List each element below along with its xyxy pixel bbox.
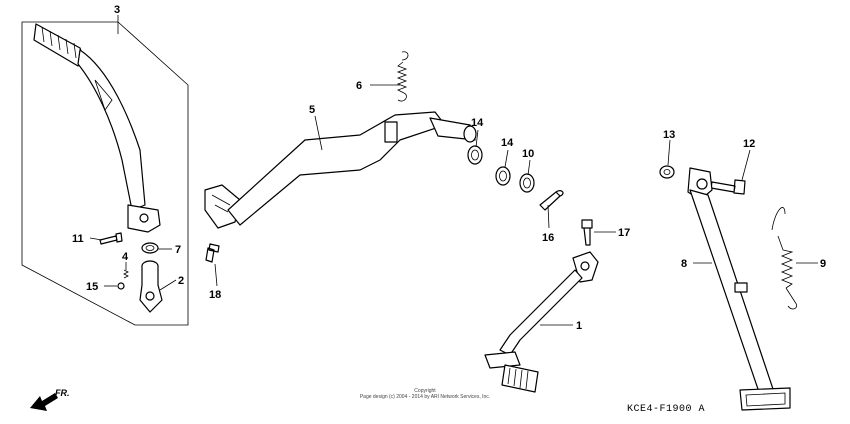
kick-nut [141,242,159,254]
callout-1: 1 [576,320,582,332]
callout-9: 9 [820,258,826,270]
side-stand [687,167,791,411]
brake-pedal [204,111,477,229]
dust-seal-1 [467,145,483,165]
side-stand-bolt [710,179,746,195]
kick-bolt [99,232,123,245]
callout-8: 8 [681,258,687,270]
callout-15: 16 [542,232,554,244]
gear-change-pedal [484,251,599,393]
callout-17: 15 [86,281,98,293]
kick-starter-group-frame [21,21,189,326]
callout-18: 18 [209,289,221,301]
callout-6: 6 [356,80,362,92]
callout-5: 5 [309,104,315,116]
callout-14-b: 14 [501,137,514,149]
front-label: FR. [55,388,70,398]
dust-seal-2 [495,166,511,186]
callout-12: 12 [743,138,755,150]
cotter-pin [539,190,564,211]
callout-16: 17 [618,227,630,239]
copyright-line-1: Copyright [414,388,436,394]
washer [519,173,535,193]
kick-spring [123,269,129,279]
diagram-code: KCE4-F1900 A [627,404,706,415]
kick-ball [117,282,125,290]
side-stand-nut [659,165,675,179]
copyright-notice: Copyright Page design (c) 2004 - 2014 by… [300,388,550,400]
callout-14-a: 14 [471,117,484,129]
copyright-line-2: Page design (c) 2004 - 2014 by ARI Netwo… [359,394,491,400]
brake-spring [396,51,409,102]
callout-3: 3 [114,4,120,16]
callout-7: 7 [175,244,181,256]
gear-shift-bolt [581,219,593,246]
kick-pinion [139,260,163,313]
callouts: 3 6 5 14 14 10 16 17 1 13 12 8 9 11 7 4 [72,4,826,332]
callout-13: 13 [663,129,675,141]
callout-11: 11 [72,233,84,245]
callout-4: 4 [122,251,129,263]
side-stand-spring [771,207,797,310]
front-arrow-icon [30,393,58,411]
kick-starter-arm [33,23,161,233]
callout-2: 2 [178,275,184,287]
brake-bolt [205,243,220,263]
callout-10: 10 [522,148,534,160]
